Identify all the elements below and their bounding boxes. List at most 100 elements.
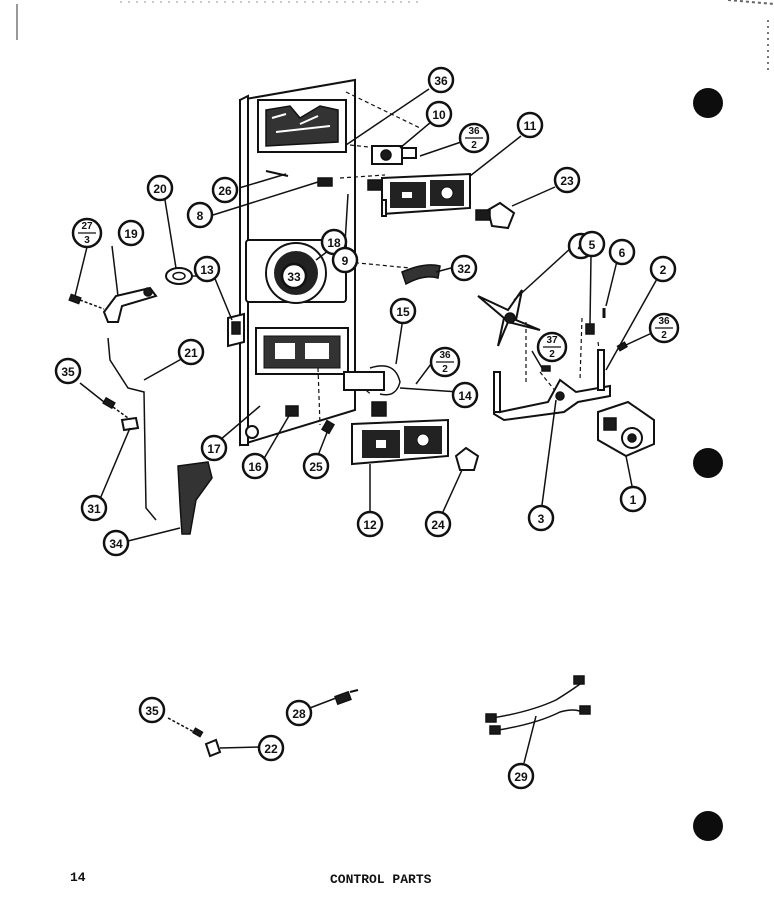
svg-text:26: 26: [218, 184, 232, 198]
svg-text:18: 18: [327, 236, 341, 250]
svg-text:21: 21: [184, 346, 198, 360]
callout-14: 14: [451, 381, 479, 409]
svg-text:2: 2: [660, 263, 667, 277]
svg-text:2: 2: [471, 140, 477, 151]
svg-text:36: 36: [434, 74, 448, 88]
clip-part-9: [367, 179, 383, 191]
svg-text:12: 12: [363, 518, 377, 532]
screw-part-35-lower: [167, 717, 204, 738]
callout-26: 26: [211, 176, 239, 204]
grommet-part-20: [165, 267, 193, 285]
callout-24: 24: [424, 510, 452, 538]
callout-2: 2: [649, 255, 677, 283]
callout-8: 8: [186, 201, 214, 229]
motor-part-1: [597, 400, 655, 458]
screw-part-35-upper: [102, 396, 129, 419]
screw-part-25: [321, 419, 335, 435]
svg-text:32: 32: [457, 262, 471, 276]
svg-text:8: 8: [197, 209, 204, 223]
callout-22: 22: [257, 734, 285, 762]
callout-11: 11: [516, 111, 544, 139]
callout-31: 31: [80, 494, 108, 522]
connector-part-28: [334, 689, 359, 706]
callout-1: 1: [619, 485, 647, 513]
callout-25: 25: [302, 452, 330, 480]
callout-33: 33: [280, 262, 308, 290]
callout-35-lower: 35: [138, 696, 166, 724]
knob-part-24: [454, 446, 480, 471]
clip-part-16: [285, 405, 299, 417]
svg-text:31: 31: [87, 502, 101, 516]
svg-text:36: 36: [439, 350, 451, 361]
callout-29: 29: [507, 762, 535, 790]
switch-part-15: [343, 365, 401, 417]
svg-text:36: 36: [658, 316, 670, 327]
svg-text:11: 11: [524, 119, 537, 133]
callout-17: 17: [200, 434, 228, 462]
clip-part-8: [317, 177, 333, 187]
svg-text:35: 35: [61, 365, 75, 379]
svg-text:24: 24: [431, 518, 445, 532]
arc-bracket-part-32: [401, 264, 441, 286]
motor-bracket-part-3: [492, 349, 611, 422]
callout-21: 21: [177, 338, 205, 366]
svg-text:3: 3: [84, 235, 90, 246]
svg-text:2: 2: [442, 364, 448, 375]
page-caption: CONTROL PARTS: [330, 872, 432, 887]
svg-text:35: 35: [145, 704, 159, 718]
callout-6: 6: [608, 238, 636, 266]
svg-text:27: 27: [81, 221, 93, 232]
wire-harness-part-29: [485, 675, 591, 735]
callout-32: 32: [450, 254, 478, 282]
page-number: 14: [70, 870, 86, 885]
svg-text:2: 2: [549, 349, 555, 360]
svg-text:15: 15: [396, 305, 410, 319]
callout-fraction-36-2-top: 36 2: [458, 122, 490, 154]
knob-plate-part-11: [381, 172, 471, 217]
callout-15: 15: [389, 297, 417, 325]
linkage-part-34: [177, 461, 213, 535]
svg-text:25: 25: [309, 460, 323, 474]
svg-text:20: 20: [153, 182, 167, 196]
svg-text:28: 28: [292, 707, 306, 721]
callout-fraction-36-2-middle: 36 2: [429, 346, 461, 378]
clip-part-22: [204, 738, 222, 758]
screw-part-27: [68, 293, 105, 310]
callout-16: 16: [241, 452, 269, 480]
callout-23: 23: [553, 166, 581, 194]
callout-19: 19: [117, 219, 145, 247]
bracket-part-13: [227, 312, 245, 348]
callout-12: 12: [356, 510, 384, 538]
svg-text:34: 34: [109, 537, 123, 551]
switch-part-10: [371, 145, 417, 165]
svg-text:1: 1: [630, 493, 637, 507]
screw-part-37: [541, 365, 551, 372]
clip-part-31: [120, 416, 140, 432]
callout-10: 10: [425, 100, 453, 128]
svg-text:16: 16: [248, 460, 262, 474]
svg-text:33: 33: [287, 270, 301, 284]
svg-text:10: 10: [432, 108, 446, 122]
callout-20: 20: [146, 174, 174, 202]
lever-part-19: [102, 286, 158, 323]
fan-blade-part-4: [477, 289, 541, 347]
scan-edge-marks: [16, 0, 774, 70]
svg-text:23: 23: [560, 174, 574, 188]
svg-text:22: 22: [264, 742, 278, 756]
callout-36: 36: [427, 66, 455, 94]
callout-5: 5: [578, 230, 606, 258]
svg-text:6: 6: [619, 246, 626, 260]
callout-9: 9: [331, 246, 359, 274]
binder-hole-top: [693, 88, 723, 118]
callout-fraction-37-2: 37 2: [536, 331, 568, 363]
svg-text:5: 5: [589, 238, 596, 252]
callout-13: 13: [193, 255, 221, 283]
svg-text:9: 9: [342, 254, 349, 268]
binder-hole-middle: [693, 448, 723, 478]
svg-text:19: 19: [124, 227, 138, 241]
svg-text:17: 17: [207, 442, 221, 456]
spacer-part-5: [585, 323, 595, 335]
callout-fraction-36-2-right: 36 2: [648, 312, 680, 344]
callout-34: 34: [102, 529, 130, 557]
